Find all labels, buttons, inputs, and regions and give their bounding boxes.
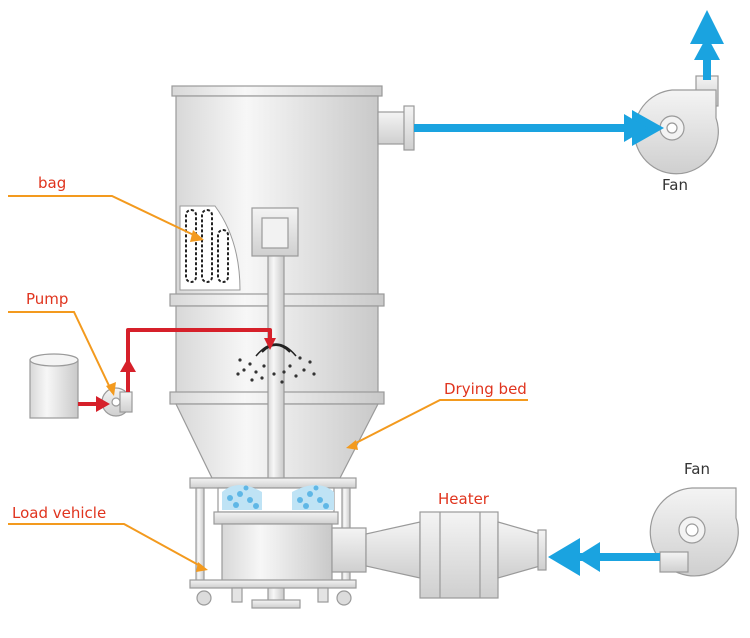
drying-bed-label: Drying bed — [444, 380, 527, 398]
leader-arrowheads — [106, 230, 358, 572]
heater-label: Heater — [438, 490, 489, 508]
atomizer-spray — [236, 343, 316, 384]
liquid-feed-arrows — [96, 338, 276, 412]
load-vehicle-label: Load vehicle — [12, 504, 107, 522]
fan-top-label: Fan — [662, 176, 688, 194]
pump-label: Pump — [26, 290, 69, 308]
fan-top — [633, 75, 719, 175]
fan-bottom — [649, 487, 739, 577]
outlet-duct — [377, 105, 415, 151]
leader-lines — [8, 195, 528, 569]
fluid-bed-particles — [222, 485, 334, 510]
heater — [331, 511, 547, 599]
fan-bottom-label: Fan — [684, 460, 710, 478]
air-flow-arrows — [414, 10, 724, 576]
bag-filter-window — [179, 205, 241, 291]
load-vehicle — [189, 477, 357, 606]
bag-label: bag — [38, 174, 67, 192]
feed-tank — [29, 353, 79, 419]
